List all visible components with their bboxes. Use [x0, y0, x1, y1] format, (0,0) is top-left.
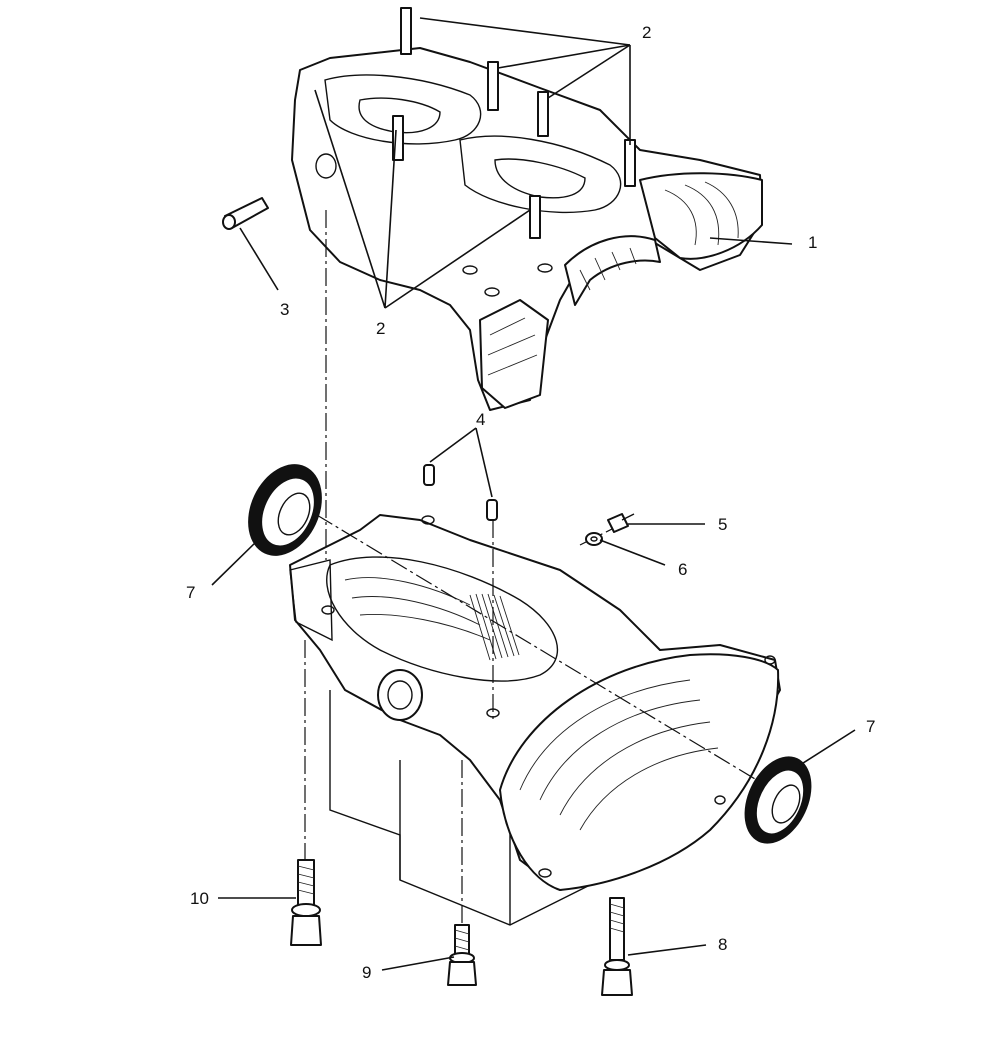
callout-8: 8 — [718, 935, 727, 954]
callout-6: 6 — [678, 560, 687, 579]
bolt-part-10 — [290, 859, 322, 946]
lower-crankcase — [289, 514, 781, 926]
callout-9: 9 — [362, 963, 371, 982]
callout-7-right: 7 — [866, 717, 875, 736]
dowel-pins-part-4 — [423, 464, 498, 521]
callout-3: 3 — [280, 300, 289, 319]
callout-10: 10 — [190, 889, 209, 908]
bolt-part-9 — [447, 924, 477, 986]
bolt-part-8 — [601, 897, 633, 996]
washer-part-6 — [585, 532, 603, 546]
oil-seal-left-part-7 — [248, 464, 322, 556]
crank-bearing-ribs — [469, 593, 520, 661]
leader-lines — [211, 17, 856, 971]
callout-2-bottom: 2 — [376, 319, 385, 338]
callout-7-left: 7 — [186, 583, 195, 602]
cylinder-studs — [392, 7, 636, 239]
callout-labels: 1 2 2 3 4 5 6 7 7 8 9 10 — [186, 23, 875, 982]
screw-part-5 — [607, 513, 635, 533]
callout-1: 1 — [808, 233, 817, 252]
oil-seal-right-part-7 — [744, 756, 812, 844]
plug-part-3 — [222, 197, 269, 230]
callout-4: 4 — [476, 410, 485, 429]
callout-5: 5 — [718, 515, 727, 534]
callout-2-top: 2 — [642, 23, 651, 42]
upper-crankcase — [291, 7, 763, 411]
